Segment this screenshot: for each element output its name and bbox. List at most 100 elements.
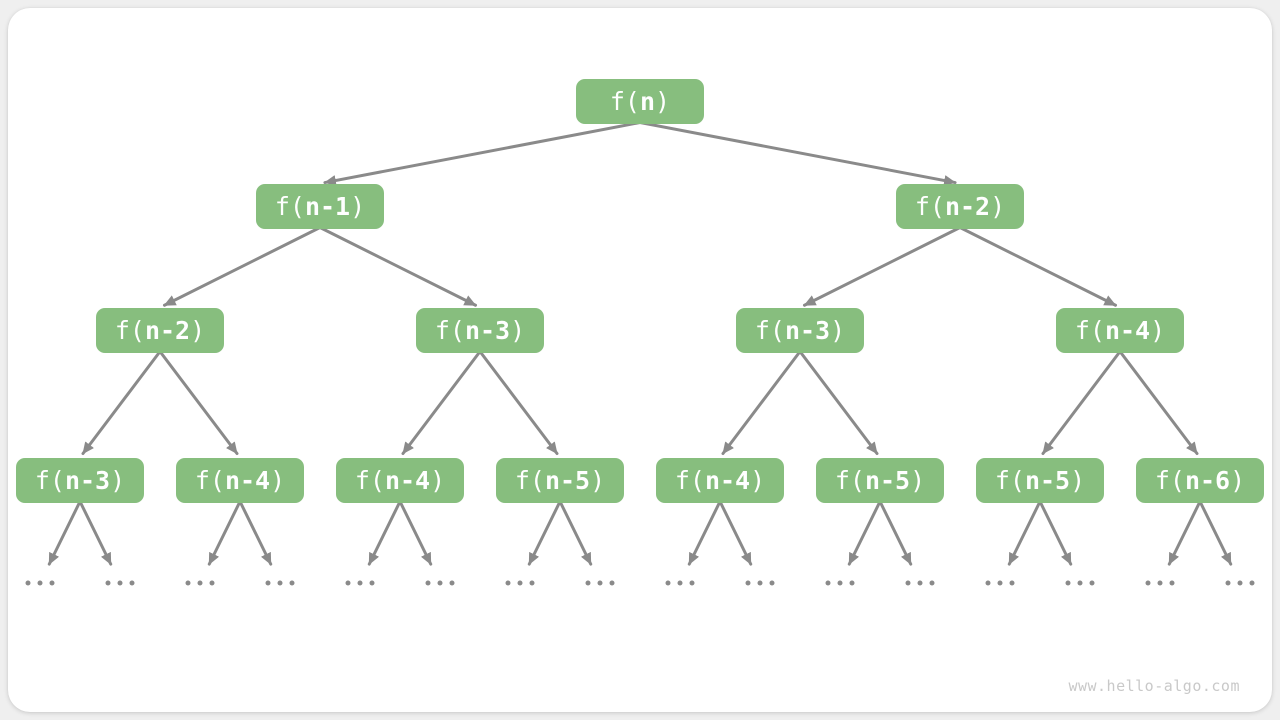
node-label-part: n-5 [1024,465,1071,495]
leaf-dots [505,580,535,586]
node-label-part: f( [914,191,945,221]
dot [505,580,511,586]
dot [449,580,455,586]
edge-arrow [81,350,162,456]
dot [425,580,431,586]
node-label-part: n-4 [384,465,431,495]
dot [1145,580,1151,586]
tree-node-n10: f(n-5) [496,457,624,503]
leaf-dots [265,580,295,586]
leaf-dots [825,580,855,586]
dot [689,580,695,586]
node-label-part: ) [430,465,446,495]
node-label-part: f( [354,465,385,495]
dot [1077,580,1083,586]
node-label-part: n [639,86,656,116]
dot [769,580,775,586]
edge-arrow [1167,500,1202,566]
node-label-part: f( [674,465,705,495]
node-label-part: n-2 [144,315,191,345]
dot [105,580,111,586]
node-label-part: f( [994,465,1025,495]
edge-arrow [323,121,642,186]
dot [437,580,443,586]
edge-arrow [1118,350,1199,456]
node-label-part: ) [590,465,606,495]
dot [1065,580,1071,586]
dot [825,580,831,586]
edge-arrow [687,500,722,566]
leaf-dots [105,580,135,586]
node-label-part: f( [514,465,545,495]
leaf-dots [25,580,55,586]
node-label-part: ) [1230,465,1246,495]
dot [369,580,375,586]
node-label-part: n-6 [1184,465,1231,495]
node-label-part: f( [194,465,225,495]
leaf-dots [345,580,375,586]
node-label-part: f( [1074,315,1105,345]
watermark-text: www.hello-algo.com [1068,677,1240,695]
dot [25,580,31,586]
dot [929,580,935,586]
node-label-part: n-3 [464,315,511,345]
edge-arrow [802,226,962,307]
dot [745,580,751,586]
tree-node-n0: f(n) [576,78,704,124]
node-label-part: ) [270,465,286,495]
node-label-part: n-5 [864,465,911,495]
edge-arrow [527,500,562,566]
node-label-part: f( [114,315,145,345]
tree-node-n3: f(n-2) [96,307,224,353]
node-label-part: f( [754,315,785,345]
edge-arrow [1007,500,1042,566]
tree-node-n4: f(n-3) [416,307,544,353]
node-label-part: ) [190,315,206,345]
dot [677,580,683,586]
dot [345,580,351,586]
tree-node-n6: f(n-4) [1056,307,1184,353]
node-label-part: ) [1150,315,1166,345]
edge-arrow [47,500,82,566]
tree-node-n13: f(n-5) [976,457,1104,503]
leaf-dots [985,580,1015,586]
leaf-dots [185,580,215,586]
dot [985,580,991,586]
dot [597,580,603,586]
dot [529,580,535,586]
dot [1237,580,1243,586]
edge-arrow [958,226,1118,307]
dot [905,580,911,586]
edge-arrow [558,500,593,566]
dot [1249,580,1255,586]
edge-arrow [207,500,242,566]
edge-arrow [798,350,879,456]
dot [665,580,671,586]
node-label-part: ) [350,191,366,221]
dot [117,580,123,586]
leaf-dots [1225,580,1255,586]
dot [585,580,591,586]
node-label-part: f( [609,86,640,116]
tree-node-n1: f(n-1) [256,183,384,229]
tree-node-n12: f(n-5) [816,457,944,503]
node-label-part: ) [655,86,671,116]
node-label-part: n-1 [304,191,351,221]
dot [197,580,203,586]
tree-node-n14: f(n-6) [1136,457,1264,503]
dot [917,580,923,586]
leaf-dots [1145,580,1175,586]
tree-node-n8: f(n-4) [176,457,304,503]
node-label-part: f( [1154,465,1185,495]
edge-arrow [718,500,753,566]
dot [1009,580,1015,586]
dot [517,580,523,586]
dot [849,580,855,586]
dot [265,580,271,586]
tree-node-n9: f(n-4) [336,457,464,503]
node-label-part: n-2 [944,191,991,221]
tree-node-n11: f(n-4) [656,457,784,503]
dot [209,580,215,586]
